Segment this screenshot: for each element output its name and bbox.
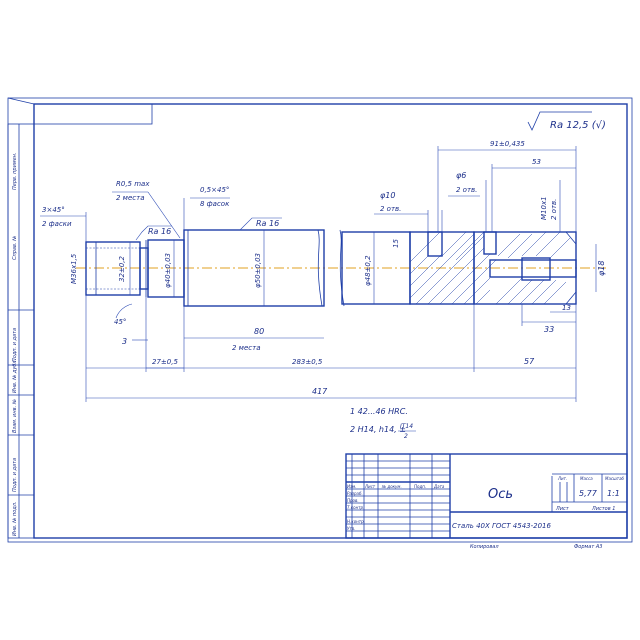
note-line-1: 1 42...46 HRC. <box>350 407 408 416</box>
roughness-text: Ra 12,5 (√) <box>550 120 606 131</box>
dim-91: 91±0,435 <box>490 140 525 148</box>
dim-15: 15 <box>392 239 400 248</box>
dim-phi10: φ10 <box>380 191 395 200</box>
dim-ch3-count: 2 фаски <box>42 220 72 228</box>
note-line-2: 2 H14, h14, ± <box>350 425 406 434</box>
dim-ra16-a: Ra 16 <box>148 227 171 236</box>
dim-417: 417 <box>312 387 328 396</box>
dim-r05: R0,5 max <box>116 180 150 188</box>
format-label: Формат A3 <box>574 544 602 550</box>
side-label-perv-prim: Перв. примен. <box>12 152 18 190</box>
material: Сталь 40Х ГОСТ 4543-2016 <box>452 522 552 530</box>
title-row-utv: Утв. <box>347 526 355 531</box>
dim-phi10-count: 2 отв. <box>380 205 401 213</box>
dim-m10: M10x1 <box>540 196 548 220</box>
side-label-inv-podl: Инв. № подл. <box>12 502 18 537</box>
dim-phi6-count: 2 отв. <box>456 186 477 194</box>
dim-27: 27±0,5 <box>152 358 178 366</box>
scale-value: 1:1 <box>607 489 620 498</box>
dim-53: 53 <box>532 158 541 166</box>
dim-13: 13 <box>562 304 571 312</box>
sheet-label: Лист <box>555 506 570 512</box>
title-col-date: Дата <box>433 484 445 489</box>
dimension-lines <box>40 146 597 402</box>
note-fraction-numerator: IT14 <box>400 423 413 430</box>
dim-d48: φ48±0,2 <box>364 255 372 286</box>
dim-45-deg: 45° <box>114 318 126 326</box>
dim-m10-count: 2 отв. <box>550 199 558 220</box>
dim-ch05: 0,5×45° <box>200 186 229 194</box>
dim-283: 283±0,5 <box>292 358 323 366</box>
note-fraction-denominator: 2 <box>404 433 408 440</box>
side-label-vzam-inv: Взам. инв. № <box>12 399 18 433</box>
title-row-nkontr: Н.контр. <box>347 519 365 524</box>
shaft-outline <box>76 229 606 307</box>
mass-value: 5,77 <box>579 489 598 498</box>
title-col-doc: № докум. <box>381 484 402 489</box>
dim-3: 3 <box>122 337 127 346</box>
section-hatching <box>409 231 571 305</box>
title-row-prov: Пров. <box>347 498 359 503</box>
dim-phi6: φ6 <box>456 171 466 180</box>
sheet-frame <box>7 97 633 543</box>
title-col-list: Лист <box>364 484 376 489</box>
title-row-tkontr: Т.контр. <box>347 505 364 510</box>
title-col-izm: Изм. <box>347 484 356 489</box>
dim-d32: 32±0,2 <box>118 256 126 282</box>
dim-57: 57 <box>524 357 535 366</box>
dim-ch05-count: 8 фасок <box>200 200 230 208</box>
title-col-sign: Подп. <box>414 484 426 489</box>
dim-m36: M36x1,5 <box>70 253 78 284</box>
title-block <box>345 453 628 539</box>
side-label-inv-dubl: Инв. № дубл. <box>12 359 18 393</box>
dim-ch3: 3×45° <box>42 206 65 214</box>
side-label-sprav: Справ. № <box>12 236 18 260</box>
sheets-label: Листов 1 <box>591 506 615 512</box>
dim-d40: φ40±0,03 <box>164 253 172 288</box>
title-row-razrab: Разраб. <box>347 491 363 496</box>
dim-r05-count: 2 места <box>116 194 144 202</box>
mass-label: Масса <box>580 476 593 481</box>
side-label-podp-data-1: Подп. и дата <box>12 328 18 362</box>
dim-80: 80 <box>254 327 264 336</box>
roughness-symbol <box>527 111 592 131</box>
copied-label: Копировал <box>470 544 499 550</box>
side-label-podp-data-2: Подп. и дата <box>12 458 18 492</box>
lit-label: Лит. <box>557 476 567 481</box>
part-name: Ось <box>488 487 513 502</box>
dim-ra16-b: Ra 16 <box>256 219 279 228</box>
dim-80-count: 2 места <box>232 344 260 352</box>
dim-phi18: φ18 <box>597 261 606 276</box>
scale-label: Масштаб <box>605 476 625 481</box>
dim-d50: φ50±0,03 <box>254 253 262 288</box>
dim-33: 33 <box>544 325 554 334</box>
